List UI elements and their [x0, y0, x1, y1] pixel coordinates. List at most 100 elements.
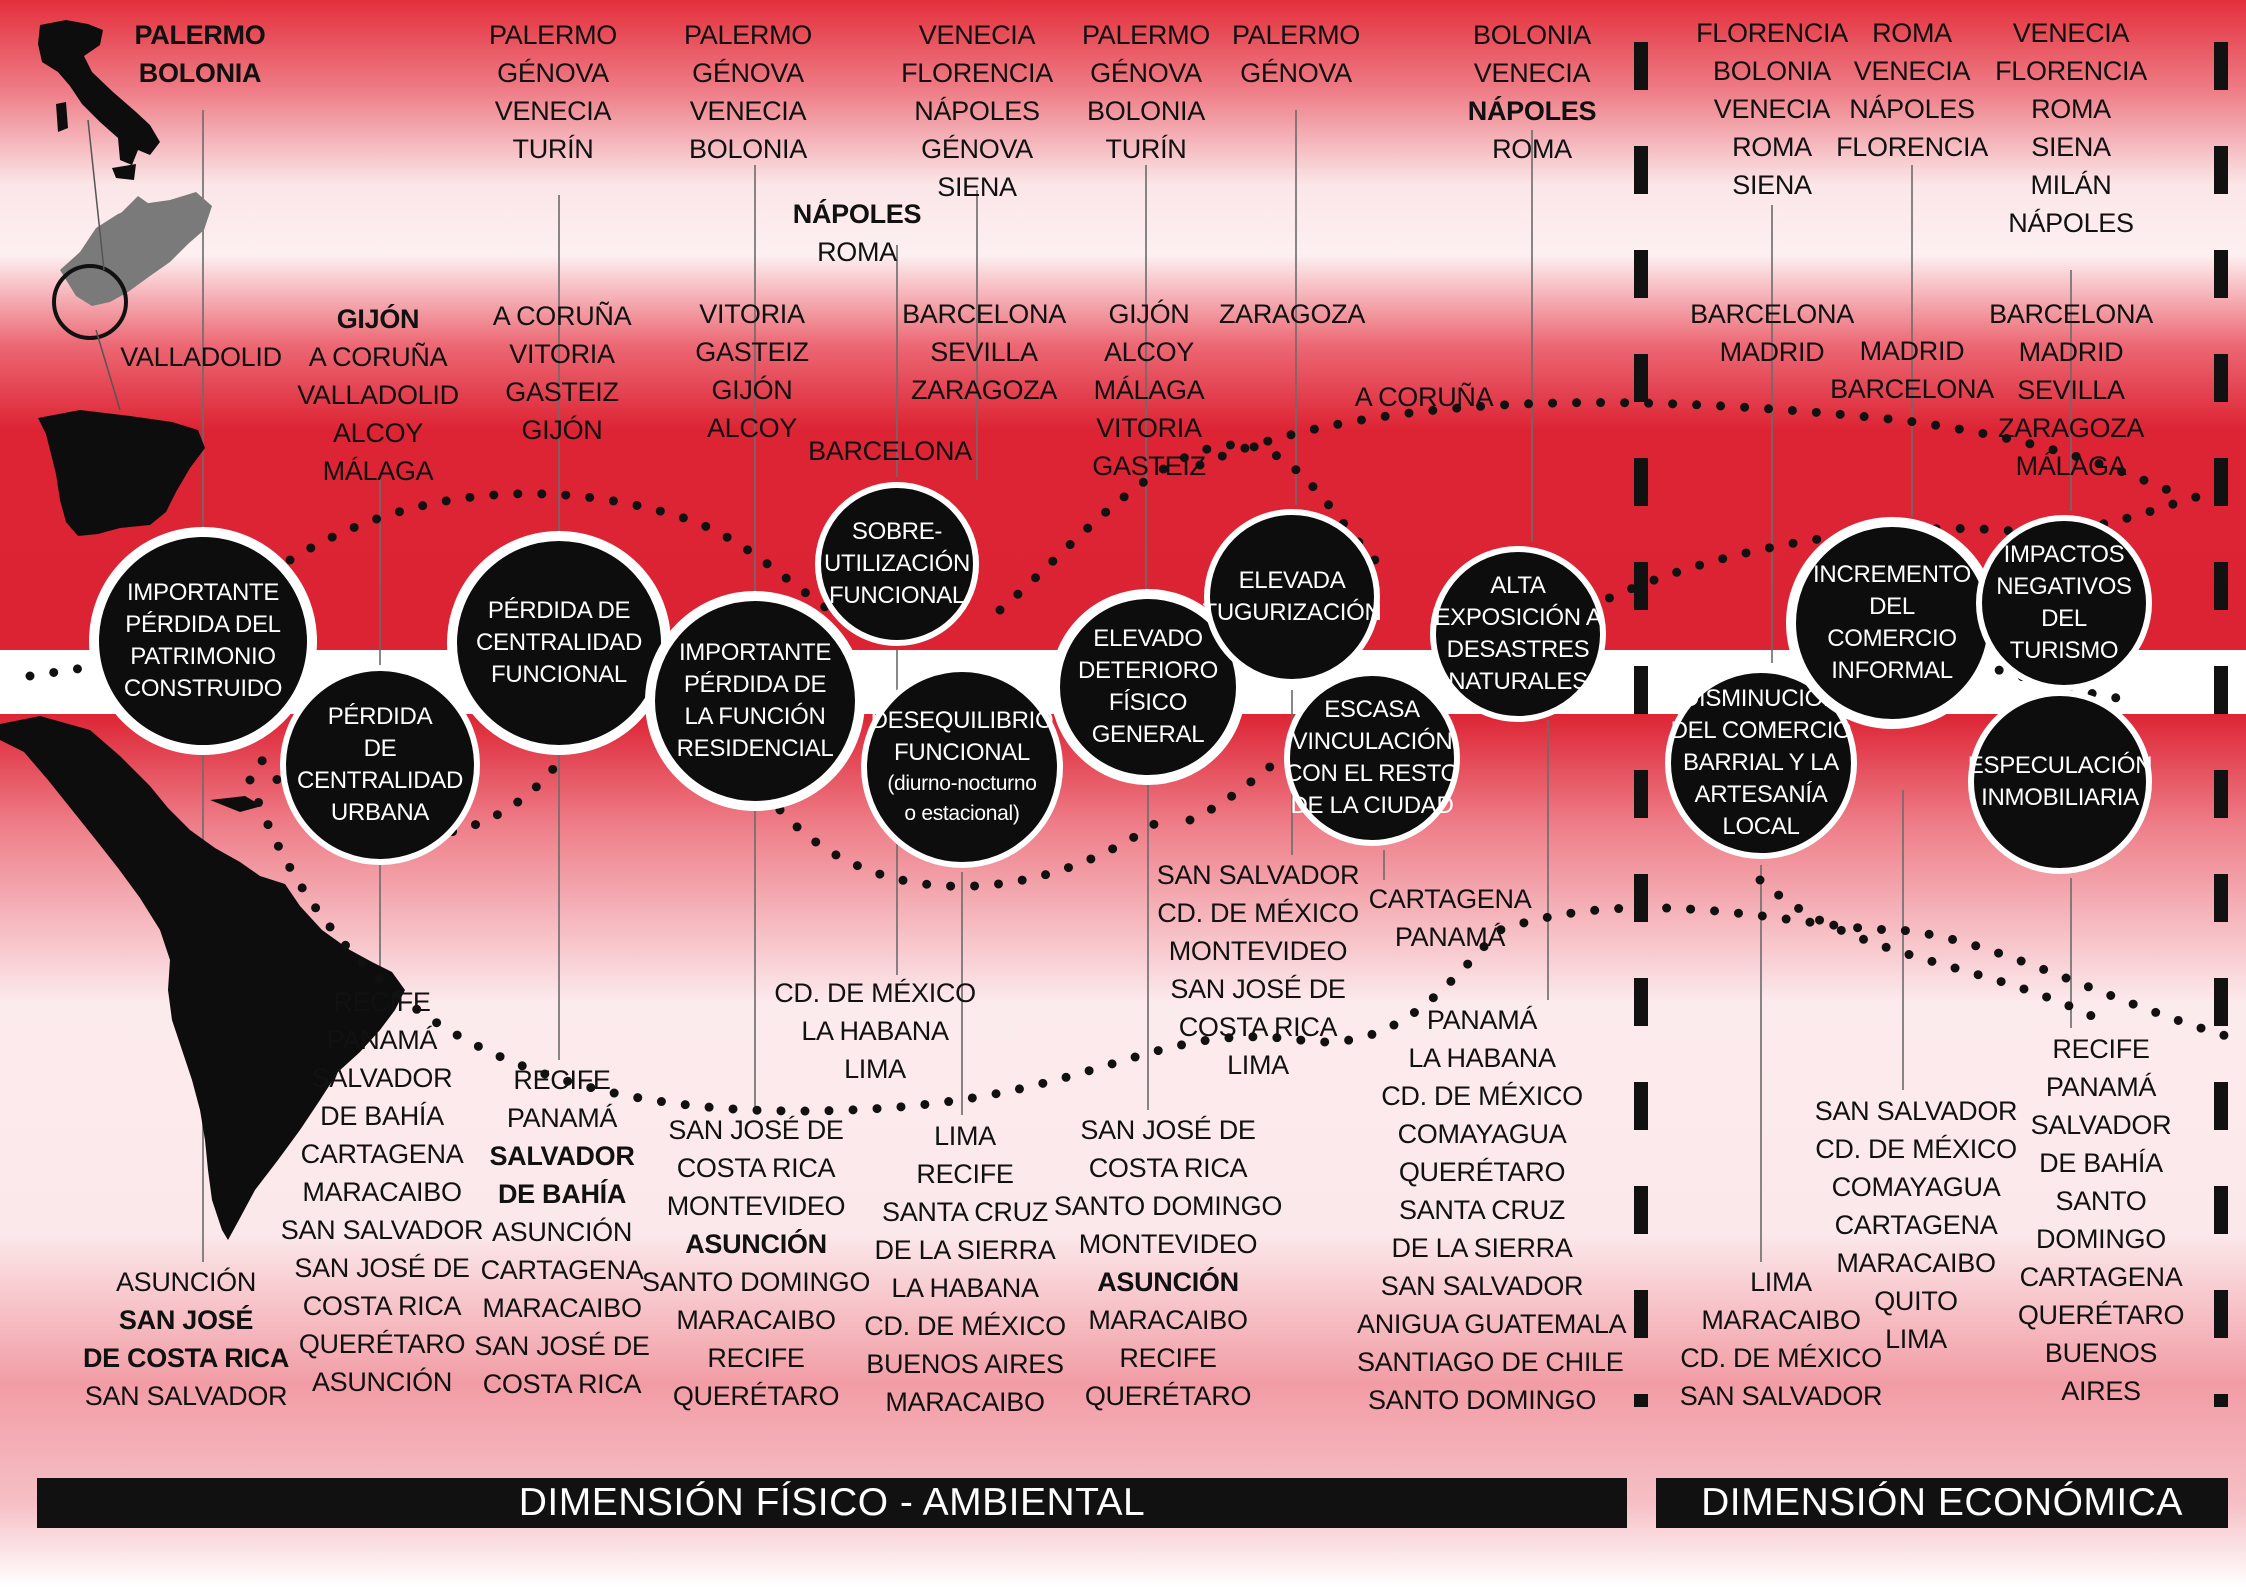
- problem-node-line: DESEQUILIBRIO: [870, 707, 1054, 734]
- city-name: ALCOY: [332, 418, 424, 448]
- city-name: DE COSTA RICA: [82, 1343, 290, 1373]
- city-name: A CORUÑA: [308, 342, 448, 372]
- problem-node-line: IMPORTANTE: [678, 639, 832, 666]
- city-name: NÁPOLES: [1849, 94, 1975, 124]
- problem-node-line: IMPORTANTE: [126, 579, 280, 606]
- problem-node-line: DE: [363, 735, 397, 762]
- italy-map-icon: [38, 20, 160, 165]
- problem-node-line: DEL COMERCIO: [1670, 717, 1852, 744]
- city-name: BOLONIA: [1473, 20, 1591, 50]
- city-name: VITORIA: [699, 299, 805, 329]
- dotted-relation-path: [1755, 875, 2105, 1025]
- city-name: LIMA: [1750, 1267, 1812, 1297]
- city-name: VENECIA: [1713, 94, 1831, 124]
- city-name: BUENOS: [2044, 1338, 2158, 1368]
- city-name: BARCELONA: [1830, 374, 1994, 404]
- city-name: PANAMÁ: [326, 1025, 438, 1055]
- city-name: ALCOY: [706, 413, 798, 443]
- city-name: MILÁN: [2030, 170, 2112, 200]
- city-name: SIENA: [1732, 170, 1812, 200]
- city-name: SANTO DOMINGO: [641, 1267, 871, 1297]
- city-name: CARTAGENA: [300, 1139, 464, 1169]
- city-name: TURÍN: [1105, 134, 1187, 164]
- city-name: CD. DE MÉXICO: [1381, 1081, 1583, 1111]
- problem-node-line: BARRIAL Y LA: [1682, 749, 1840, 776]
- city-name: RECIFE: [333, 987, 431, 1017]
- problem-node-line: GENERAL: [1091, 721, 1205, 748]
- problem-node-line: DEL: [2041, 605, 2087, 632]
- problem-node-line: CENTRALIDAD: [296, 767, 464, 794]
- city-name: GÉNOVA: [1240, 58, 1352, 88]
- city-name: BARCELONA: [808, 436, 972, 466]
- problem-node-line: CENTRALIDAD: [475, 629, 643, 656]
- problem-node-line: DE LA CIUDAD: [1290, 792, 1454, 819]
- city-name: DE BAHÍA: [2039, 1148, 2163, 1178]
- city-name: SAN JOSÉ DE: [474, 1331, 650, 1361]
- city-name: SEVILLA: [930, 337, 1038, 367]
- city-name: ROMA: [1492, 134, 1572, 164]
- city-name: NÁPOLES: [792, 199, 922, 229]
- city-name: PALERMO: [1232, 20, 1360, 50]
- city-name: QUERÉTARO: [672, 1381, 840, 1411]
- city-list-t17: BARCELONA: [765, 432, 1015, 470]
- city-name: VENECIA: [1853, 56, 1971, 86]
- city-name: MARACAIBO: [676, 1305, 836, 1335]
- city-name: VITORIA: [509, 339, 615, 369]
- city-name: A CORUÑA: [492, 301, 632, 331]
- city-name: ASUNCIÓN: [685, 1229, 827, 1259]
- city-name: VALLADOLID: [297, 380, 459, 410]
- city-name: COMAYAGUA: [1397, 1119, 1567, 1149]
- city-name: BARCELONA: [902, 299, 1066, 329]
- problem-node-line: DETERIORO: [1078, 657, 1218, 684]
- city-name: DE BAHÍA: [320, 1101, 444, 1131]
- city-name: BARCELONA: [1690, 299, 1854, 329]
- problem-node-line: DESASTRES: [1446, 636, 1590, 663]
- city-name: SAN SALVADOR: [1380, 1271, 1584, 1301]
- problem-node-line: PÉRDIDA DE: [487, 597, 631, 624]
- city-name: CD. DE MÉXICO: [1680, 1343, 1882, 1373]
- city-name: LIMA: [934, 1121, 996, 1151]
- problem-node-line: UTILIZACIÓN: [823, 550, 971, 577]
- dimension-bar-physical: DIMENSIÓN FÍSICO - AMBIENTAL: [37, 1478, 1627, 1528]
- city-name: TURÍN: [512, 134, 594, 164]
- city-name: SALVADOR: [2030, 1110, 2172, 1140]
- city-name: MÁLAGA: [1093, 375, 1205, 405]
- problem-node-line: o estacional): [904, 802, 1020, 825]
- city-name: VITORIA: [1096, 413, 1202, 443]
- city-name: ALCOY: [1103, 337, 1195, 367]
- city-name: PANAMÁ: [2045, 1072, 2157, 1102]
- city-name: NÁPOLES: [914, 96, 1040, 126]
- city-name: GÉNOVA: [1090, 58, 1202, 88]
- problem-node-line: CON EL RESTO: [1285, 760, 1459, 787]
- city-name: GIJÓN: [521, 415, 603, 445]
- city-name: CD. DE MÉXICO: [1815, 1134, 2017, 1164]
- city-name: QUERÉTARO: [298, 1329, 466, 1359]
- problem-node-line: PATRIMONIO: [130, 643, 276, 670]
- city-name: PALERMO: [1082, 20, 1210, 50]
- city-name: QUITO: [1874, 1286, 1958, 1316]
- city-name: AIRES: [2061, 1376, 2141, 1406]
- city-name: VALLADOLID: [120, 342, 282, 372]
- city-name: ROMA: [1732, 132, 1812, 162]
- city-name: CD. DE MÉXICO: [774, 978, 976, 1008]
- city-name: DOMINGO: [2036, 1224, 2166, 1254]
